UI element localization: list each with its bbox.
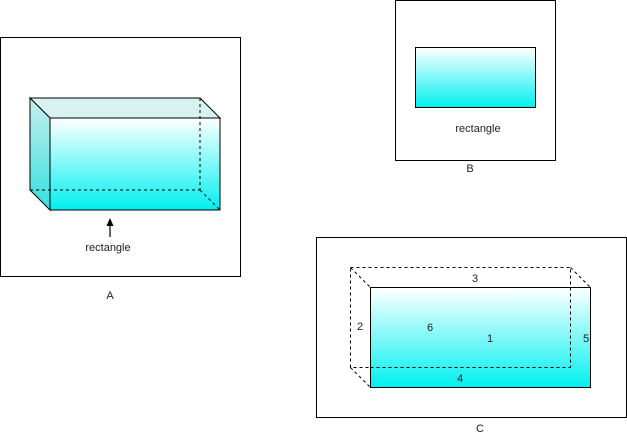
- face-label-bottom: 4: [457, 373, 463, 385]
- hidden-edge: [350, 267, 371, 288]
- face-label-left: 2: [357, 321, 363, 333]
- rectangle-shape: [415, 47, 536, 108]
- hidden-edge: [570, 267, 591, 288]
- face-label-front: 1: [487, 333, 493, 345]
- panel-c-caption: C: [476, 423, 484, 435]
- panel-b: rectangle: [395, 0, 556, 161]
- panel-a-label: rectangle: [85, 242, 130, 254]
- panel-c: 1 2 3 4 5 6: [316, 237, 627, 418]
- box-left-face: [29, 96, 51, 212]
- face-label-right: 5: [583, 333, 589, 345]
- hidden-edge: [350, 367, 371, 388]
- panel-a: rectangle: [0, 37, 241, 277]
- box-top-face: [28, 97, 222, 119]
- panel-a-caption: A: [106, 290, 114, 302]
- face-label-top: 3: [472, 273, 478, 285]
- panel-b-label: rectangle: [455, 123, 500, 135]
- hidden-edge: [199, 189, 221, 211]
- face-label-back: 6: [427, 322, 433, 334]
- panel-b-caption: B: [466, 163, 473, 175]
- box-front-face: [49, 117, 221, 211]
- arrow-up-icon: [106, 218, 114, 237]
- front-face: [370, 287, 591, 388]
